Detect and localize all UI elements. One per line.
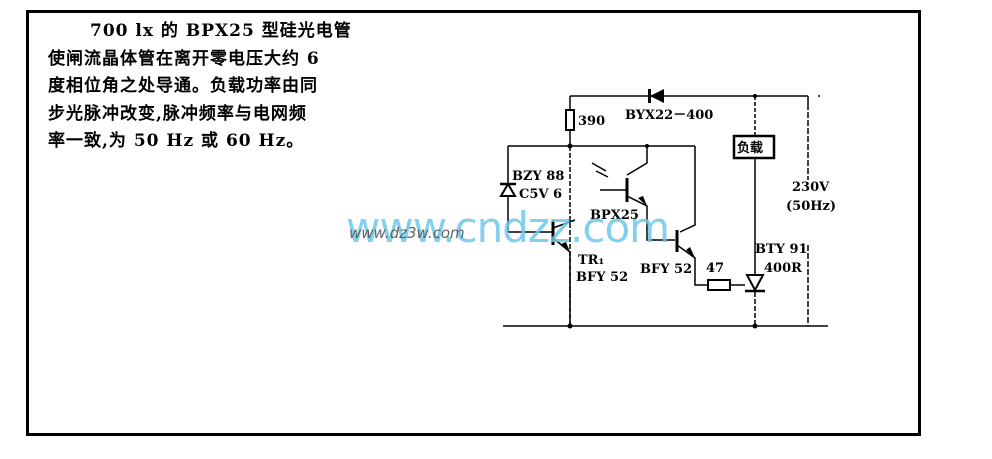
- label-supply-voltage: 230V: [792, 180, 830, 195]
- watermark-main: www.cndzz.com: [346, 203, 670, 252]
- diode-byx22-icon: [648, 89, 664, 103]
- label-zener-2: C5V 6: [519, 187, 562, 202]
- description-line: 步光脉冲改变,脉冲频率与电网频: [48, 103, 307, 124]
- resistor-390-icon: [565, 109, 575, 131]
- label-bpx25: BPX25: [590, 208, 639, 223]
- label-supply-frequency: (50Hz): [786, 199, 836, 214]
- emitter-arrow-icon: [638, 196, 647, 206]
- label-byx22: BYX22－400: [625, 108, 713, 123]
- load-box: [732, 134, 776, 160]
- label-390: 390: [578, 114, 605, 129]
- diagram-frame: [26, 10, 921, 436]
- thyristor-icon: [745, 274, 765, 293]
- label-tr1-type: BFY 52: [576, 270, 628, 285]
- description-line: 度相位角之处导通。负载功率由同: [48, 76, 318, 96]
- description-line: 率一致,为 50 Hz 或 60 Hz。: [48, 131, 305, 151]
- light-rays-icon: [591, 162, 609, 178]
- resistor-47-icon: [707, 279, 731, 291]
- label-47: 47: [706, 261, 724, 276]
- zener-diode-icon: [499, 182, 517, 197]
- label-zener-1: BZY 88: [512, 169, 564, 184]
- label-tr1: TR₁: [578, 253, 604, 268]
- watermark-small: www.dz3w.com: [349, 224, 465, 242]
- label-thyristor-2: 400R: [764, 261, 802, 276]
- description-line: 使闸流晶体管在离开零电压大约 6: [48, 48, 320, 69]
- description-text: 700 lx 的 BPX25 型硅光电管 使闸流晶体管在离开零电压大约 6 度相…: [48, 18, 368, 156]
- emitter-arrow-icon: [561, 242, 570, 252]
- label-load: 负载: [737, 140, 763, 156]
- label-bfy52: BFY 52: [640, 262, 692, 277]
- emitter-arrow-icon: [686, 247, 695, 258]
- label-thyristor-1: BTY 91: [755, 242, 808, 257]
- description-line: 700 lx 的 BPX25 型硅光电管: [90, 21, 352, 41]
